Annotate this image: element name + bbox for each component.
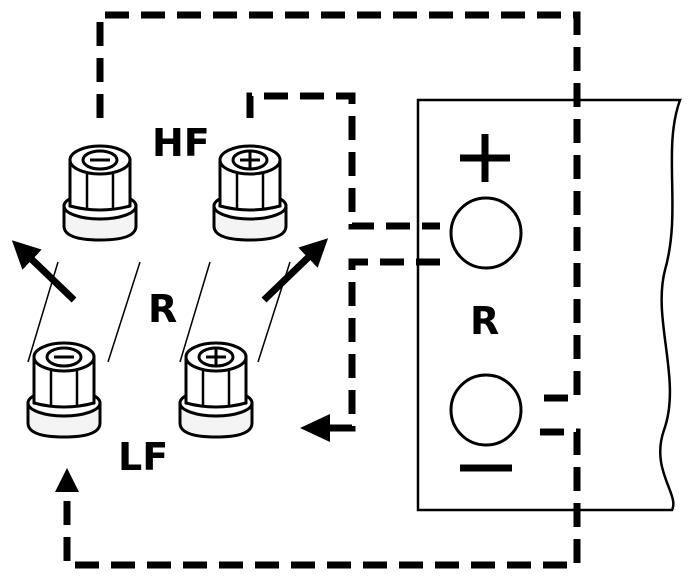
- hf-negative-terminal: [62, 144, 138, 242]
- positive-cable-hf: [246, 92, 440, 230]
- negative-socket: [449, 373, 523, 447]
- up-arrow-head: [55, 468, 79, 492]
- arrow-up-left: [11, 240, 77, 303]
- left-arrow-head: [300, 414, 330, 442]
- lf-positive-terminal: [178, 341, 254, 439]
- hf-positive-terminal: [212, 144, 288, 242]
- negative-cable-outer: [96, 11, 581, 402]
- hf-label: HF: [152, 121, 210, 165]
- arrow-up-right: [261, 238, 329, 303]
- r-label-terminals: R: [148, 287, 177, 331]
- r-label-panel: R: [470, 299, 499, 343]
- lf-negative-terminal: [26, 341, 102, 439]
- positive-socket: [449, 196, 523, 270]
- negative-cable-lower: [63, 428, 581, 569]
- amplifier-panel: [416, 98, 682, 512]
- lf-label: LF: [118, 435, 168, 479]
- plus-symbol: [460, 134, 510, 182]
- positive-cable-lf: [328, 258, 440, 432]
